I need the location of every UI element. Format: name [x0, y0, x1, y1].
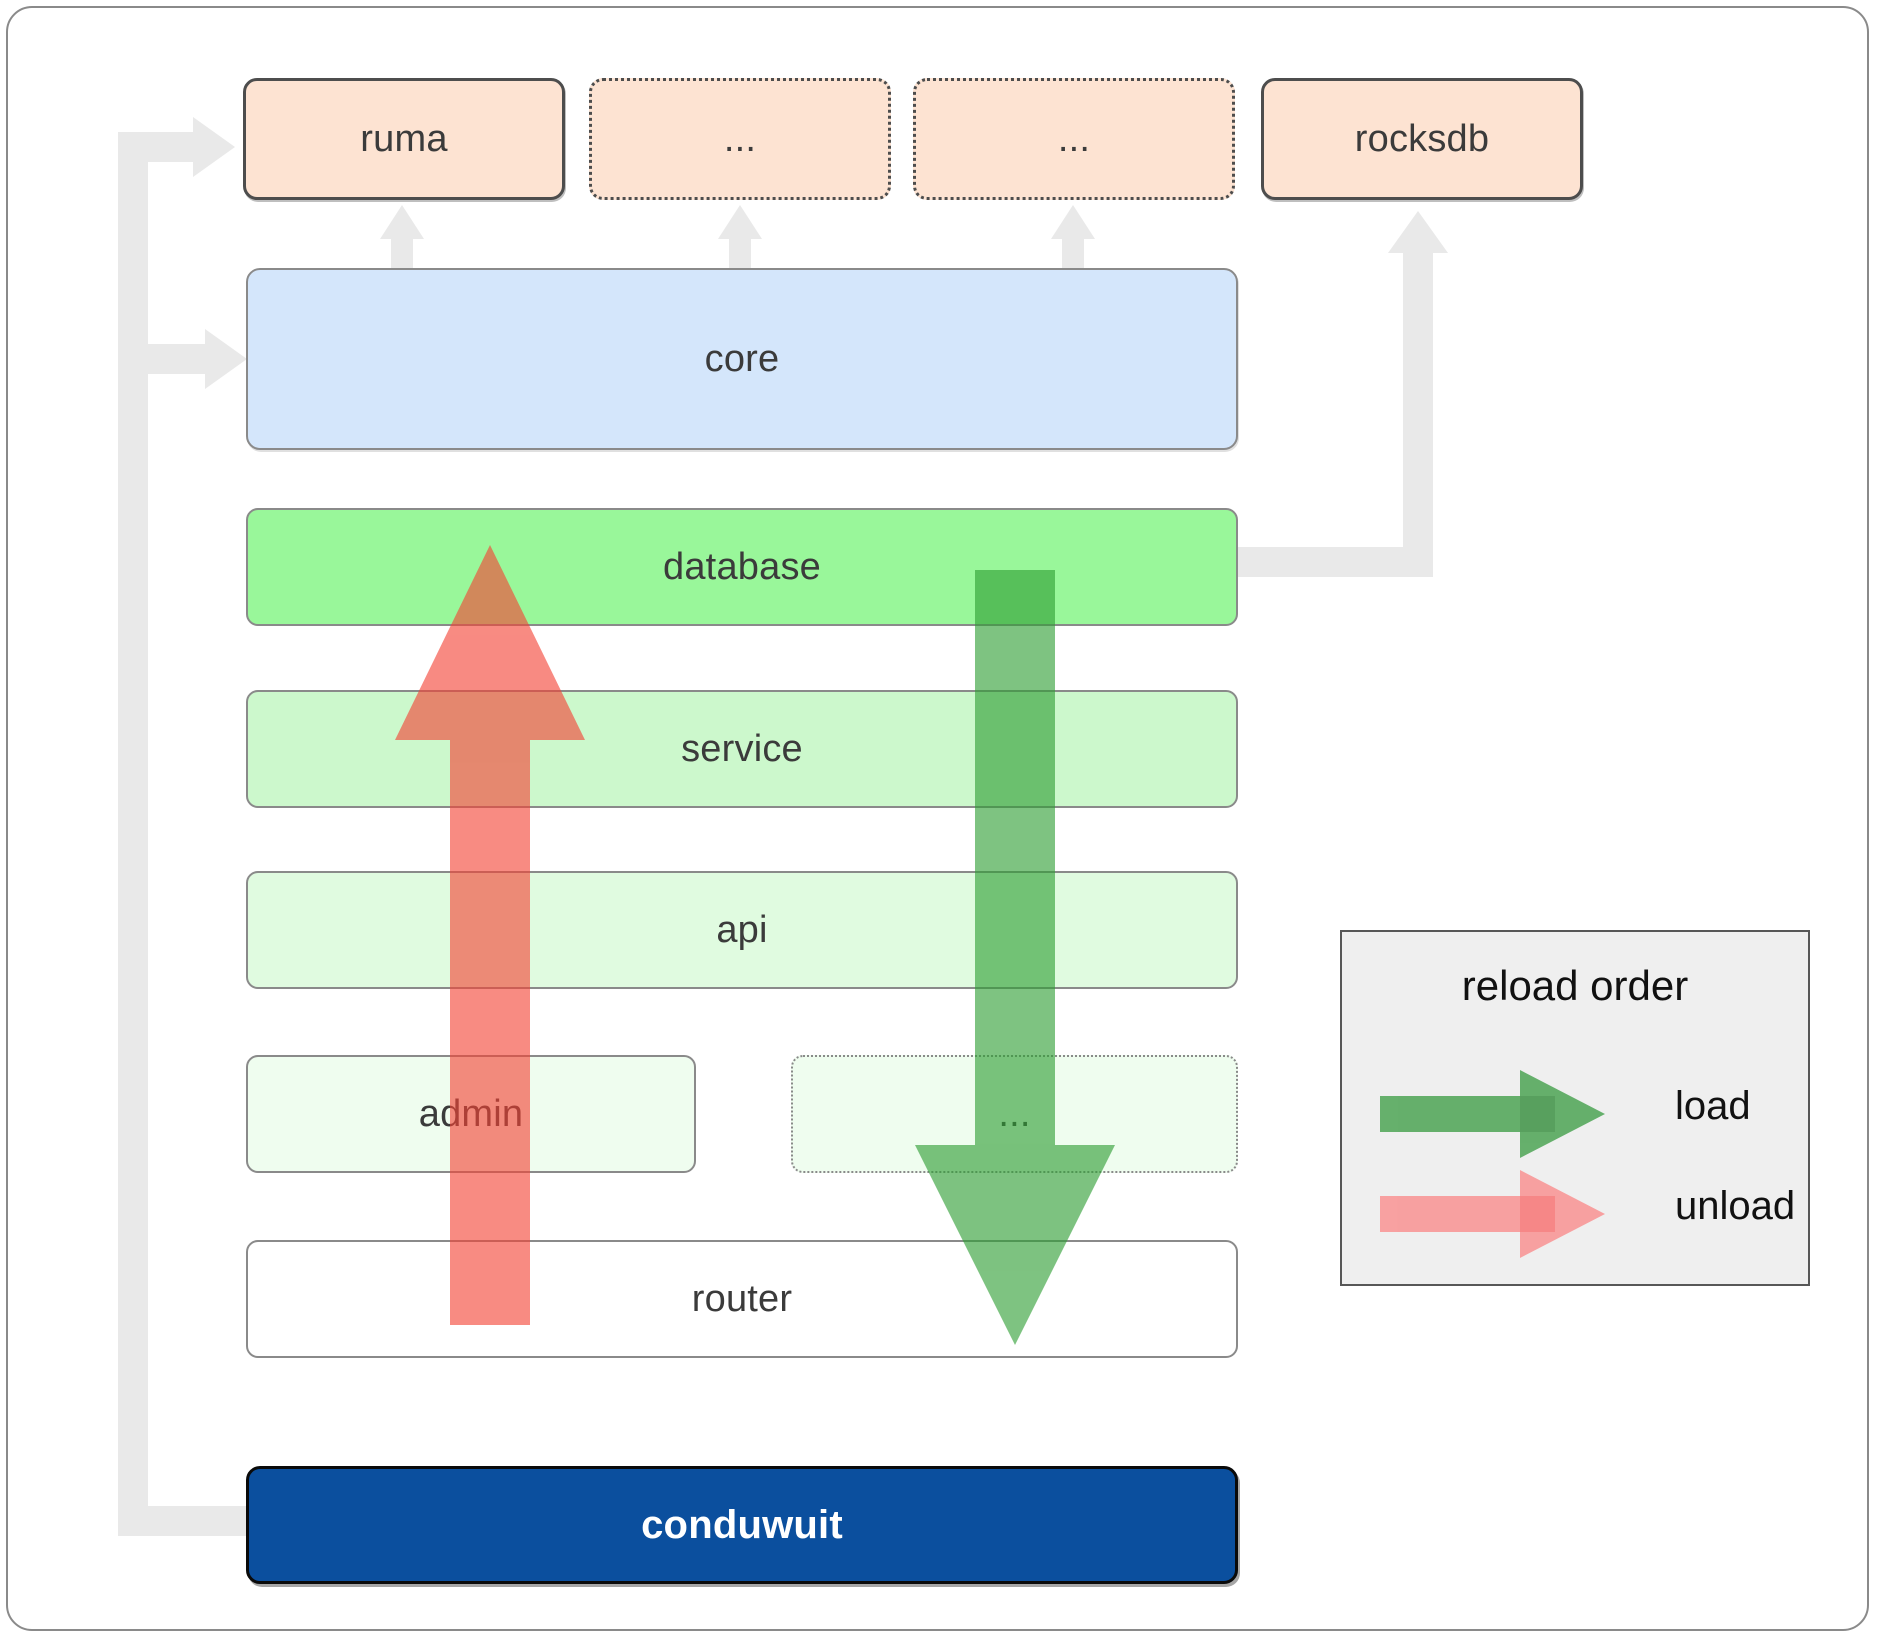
connector-core-to-dep2-stub-head — [718, 205, 762, 239]
connector-core-arrowhead — [205, 329, 247, 389]
connector-core-to-dep3-stub-head — [1051, 205, 1095, 239]
legend-title: reload order — [1461, 962, 1689, 1009]
connector-right-vertical-bus — [1403, 253, 1433, 577]
dependency-box-ellipsis-1[interactable]: ... — [589, 78, 891, 200]
connector-left-to-core-horizontal — [118, 344, 220, 374]
unload-arrow — [395, 545, 585, 1325]
legend-panel: reload order load unload — [1340, 930, 1810, 1286]
connector-core-to-dep3-stub — [1062, 235, 1084, 275]
legend-load-label: load — [1675, 1084, 1751, 1128]
connector-ruma-arrowhead — [193, 117, 235, 177]
load-arrow — [915, 570, 1115, 1345]
connector-database-to-right-horizontal — [1222, 547, 1418, 577]
legend-unload-arrow — [1380, 1170, 1605, 1258]
layer-box-core[interactable]: core — [246, 268, 1238, 450]
connector-core-to-ruma-stub — [391, 235, 413, 275]
connector-core-to-ruma-stub-head — [380, 205, 424, 239]
connector-rocksdb-arrowhead — [1388, 211, 1448, 253]
connector-core-to-dep2-stub — [729, 235, 751, 275]
legend-load-arrow — [1380, 1070, 1605, 1158]
dependency-box-ellipsis-2[interactable]: ... — [913, 78, 1235, 200]
legend-unload-label: unload — [1675, 1184, 1796, 1228]
